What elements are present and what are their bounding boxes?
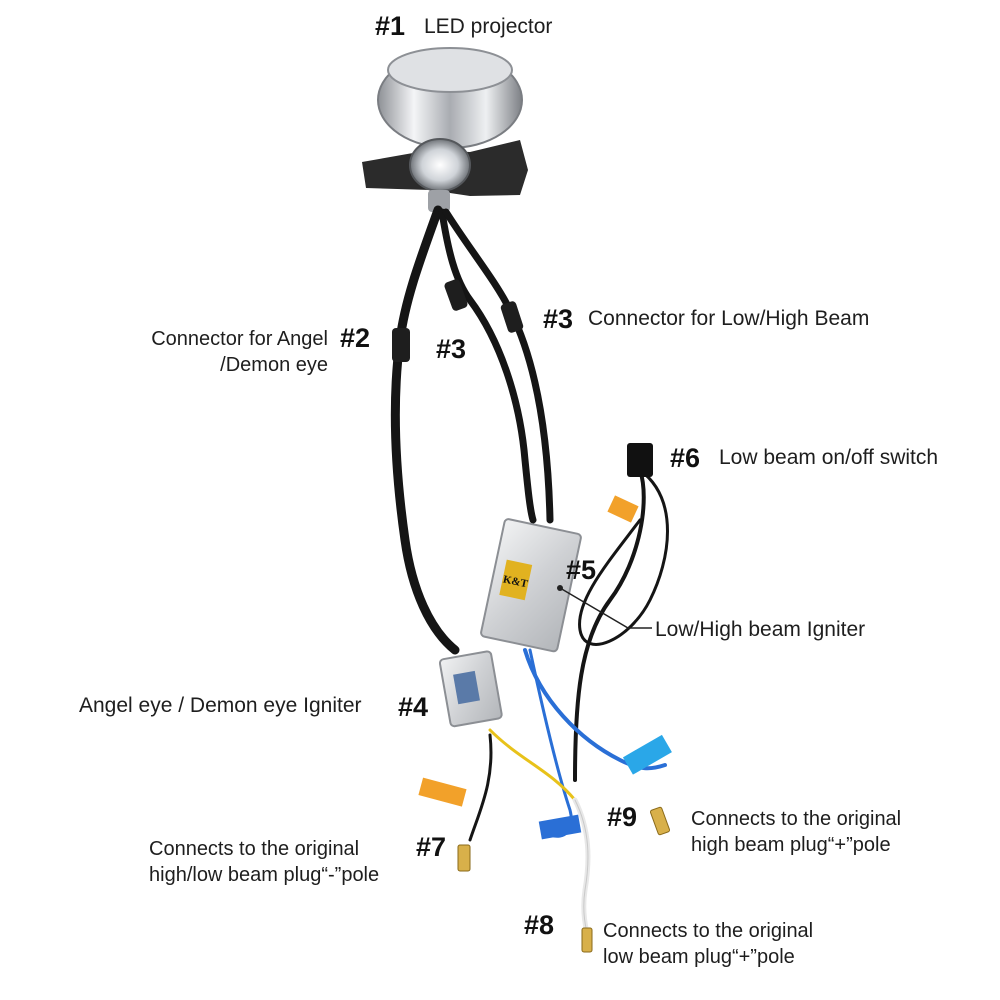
led-projector <box>362 47 528 212</box>
label-low-high-igniter: Low/High beam Igniter <box>655 618 866 641</box>
pointer-dot-5 <box>557 585 563 591</box>
projector-base <box>428 190 450 212</box>
brand-logo <box>499 559 533 601</box>
label-number-8: #8 <box>524 910 555 940</box>
label-number-6: #6 <box>670 443 701 473</box>
label-high-plus-line1: Connects to the original <box>691 808 902 830</box>
yellow-wire <box>488 728 577 802</box>
label-angel-connector: Connector for Angel /Demon eye <box>110 326 328 378</box>
label-angel-connector-line1: Connector for Angel <box>151 328 328 350</box>
cable-switch <box>573 468 646 782</box>
label-number-1: #1 <box>375 11 406 41</box>
projector-shroud-rim <box>387 47 513 93</box>
label-minus-pole: Connects to the original high/low beam p… <box>149 836 379 888</box>
label-number-5: #5 <box>566 555 597 585</box>
tag-blue-8 <box>538 814 582 840</box>
label-minus-pole-line1: Connects to the original <box>149 838 360 860</box>
label-high-plus-line2: high beam plug“+”pole <box>691 834 891 856</box>
pointer-line-5 <box>559 587 652 629</box>
cable-low-high-b <box>442 208 554 524</box>
label-number-4: #4 <box>398 692 429 722</box>
tag-orange-7 <box>418 777 467 807</box>
black-cables <box>390 205 669 782</box>
cable-low-high-a <box>438 208 537 524</box>
projector-lens <box>409 138 471 192</box>
terminal-8 <box>581 927 593 953</box>
low-high-igniter: K&T <box>480 518 582 653</box>
wire-tags <box>418 495 672 840</box>
black-wire-7 <box>468 733 493 842</box>
connector-3b <box>500 301 524 333</box>
colored-wires <box>468 648 667 943</box>
label-number-2: #2 <box>340 323 371 353</box>
label-switch: Low beam on/off switch <box>719 446 939 469</box>
white-wire-outline <box>574 799 591 941</box>
tag-blue-9 <box>622 734 672 775</box>
label-number-9: #9 <box>607 802 638 832</box>
tag-orange-switch <box>607 495 639 523</box>
label-number-3a: #3 <box>436 334 467 364</box>
label-low-plus-line2: low beam plug“+”pole <box>603 946 795 968</box>
igniter-5-body <box>480 518 582 653</box>
connector-3a <box>444 279 468 311</box>
label-minus-pole-line2: high/low beam plug“-”pole <box>149 864 380 886</box>
cable-switch-loop <box>578 468 669 646</box>
terminals <box>457 806 671 953</box>
label-number-7: #7 <box>416 832 447 862</box>
label-low-plus: Connects to the original low beam plug“+… <box>603 918 813 970</box>
label-low-high-connector: Connector for Low/High Beam <box>588 307 870 330</box>
label-angel-igniter: Angel eye / Demon eye Igniter <box>79 694 362 717</box>
brand-logo-text: K&T <box>502 573 530 590</box>
label-high-plus: Connects to the original high beam plug“… <box>691 806 901 858</box>
connector-2 <box>392 328 410 362</box>
cable-angel-eye <box>390 205 460 655</box>
label-number-3b: #3 <box>543 304 574 334</box>
label-angel-connector-line2: /Demon eye <box>220 354 328 376</box>
inline-connectors <box>392 279 524 362</box>
angel-eye-igniter <box>438 650 503 728</box>
igniter-4-label <box>453 670 480 705</box>
blue-wire-high <box>523 648 667 771</box>
terminal-7 <box>457 844 471 872</box>
on-off-switch <box>627 443 653 477</box>
label-low-plus-line1: Connects to the original <box>603 920 814 942</box>
blue-wire-low <box>528 648 573 838</box>
terminal-9 <box>649 806 671 836</box>
label-led-projector: LED projector <box>424 15 553 38</box>
